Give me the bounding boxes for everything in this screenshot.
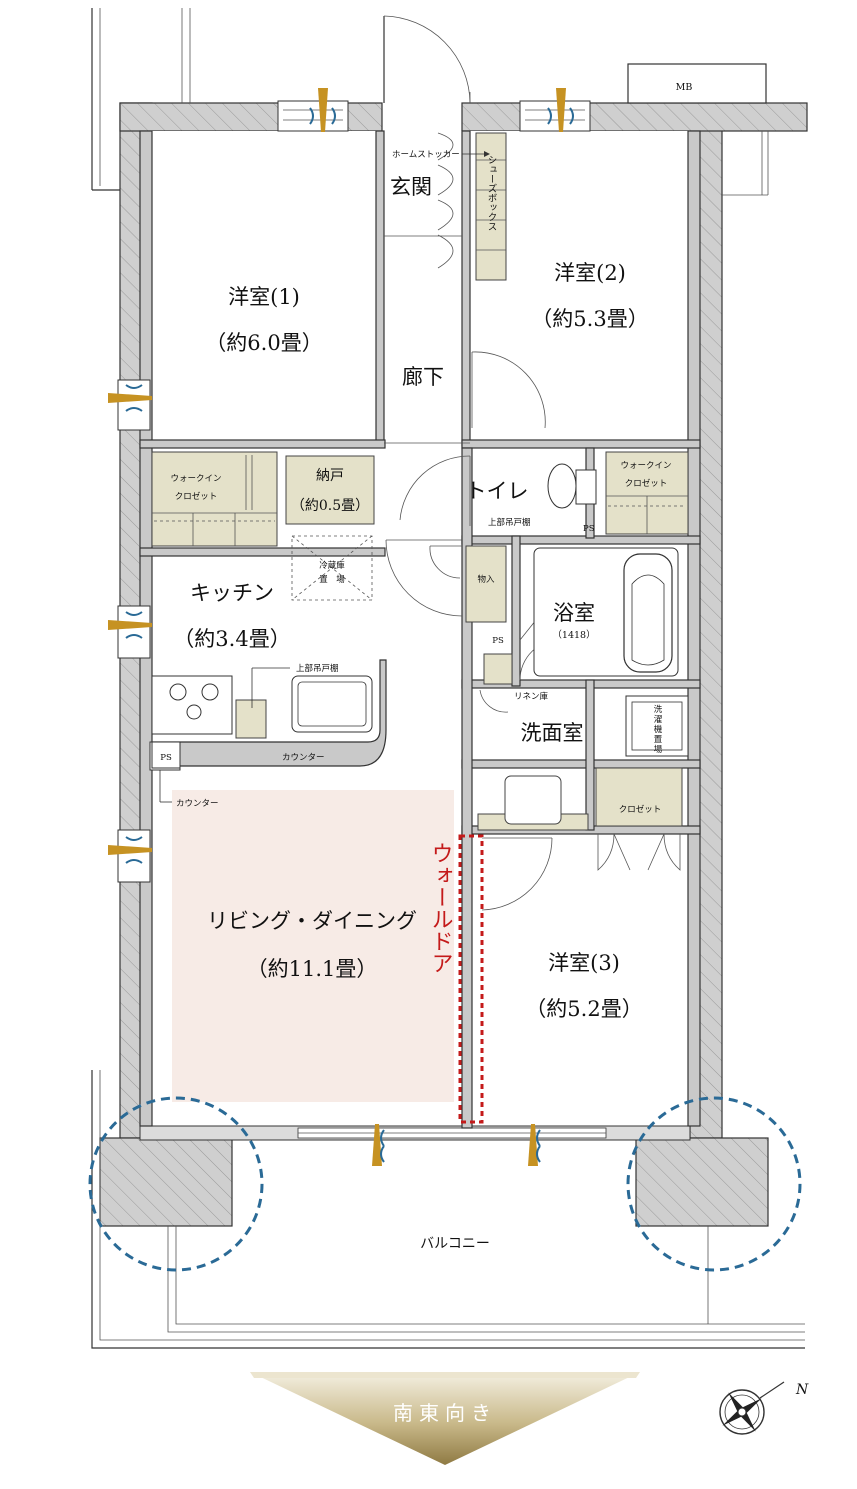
walkin-closet-2-line2: クロゼット — [625, 478, 668, 489]
living-size: （約11.1畳） — [247, 957, 378, 981]
walkin-closet-2-line1: ウォークイン — [620, 461, 671, 471]
toilet-ps-label: PS — [583, 524, 595, 534]
washroom-label: 洗面室 — [521, 721, 584, 745]
orientation-arrow — [250, 1372, 640, 1465]
monoire-label: 物入 — [477, 574, 495, 585]
corridor-label: 廊下 — [402, 365, 444, 389]
wall-door-label: ウォールドア — [428, 842, 453, 974]
western-room-3-size: （約5.2畳） — [525, 997, 642, 1021]
ventilation-marks — [108, 88, 574, 1166]
washer-label-1: 洗 — [654, 704, 663, 715]
balcony-pillar-right-highlight — [626, 1096, 802, 1272]
fridge-label-line2: 置 場 — [319, 574, 345, 585]
kitchen-counter-label: カウンター — [282, 753, 325, 763]
walkin-closet-1-line2: クロゼット — [175, 491, 218, 502]
western-room-3-name: 洋室(3) — [548, 951, 620, 975]
kitchen-upper-cabinet-label: 上部吊戸棚 — [296, 663, 339, 674]
wall-door-marker — [458, 834, 484, 1124]
doors — [383, 15, 681, 911]
living-counter-label: カウンター — [176, 799, 219, 809]
linen-label: リネン庫 — [514, 691, 549, 702]
mb-label: MB — [676, 82, 693, 93]
western-room-1-size: （約6.0畳） — [205, 331, 322, 355]
toilet-upper-cabinet-label: 上部吊戸棚 — [488, 517, 531, 528]
kitchen-name: キッチン — [190, 581, 274, 605]
washer-label-4: 置 — [654, 735, 663, 745]
western-room-1-name: 洋室(1) — [228, 285, 300, 309]
living-name: リビング・ダイニング — [207, 909, 417, 933]
washer-label-3: 機 — [654, 724, 663, 735]
bath-name: 浴室 — [553, 601, 595, 625]
fridge-label-line1: 冷蔵庫 — [319, 560, 345, 571]
western-room-2-size: （約5.3畳） — [531, 307, 648, 331]
closet-label: クロゼット — [619, 804, 662, 815]
toilet-label: トイレ — [466, 479, 529, 503]
bath-ps-label: PS — [492, 636, 504, 646]
walkin-closet-1-line1: ウォークイン — [170, 474, 221, 484]
living-highlight — [172, 790, 454, 1102]
washer-label-2: 濯 — [654, 714, 663, 725]
compass-icon — [719, 1381, 785, 1435]
kitchen-size: （約3.4畳） — [173, 627, 290, 651]
nando-name: 納戸 — [316, 468, 344, 484]
home-stocker-label: ホームストッカー — [392, 150, 460, 160]
balcony-pillar-left-highlight — [88, 1096, 264, 1272]
balcony-label: バルコニー — [420, 1236, 490, 1252]
western-room-2-name: 洋室(2) — [554, 261, 626, 285]
shoe-box-label: シューズボックス — [486, 155, 498, 231]
orientation-label: 南東向き — [393, 1401, 497, 1425]
kitchen-ps-label: PS — [160, 753, 172, 763]
storage-areas — [151, 132, 689, 831]
entrance-label: 玄関 — [390, 175, 432, 199]
compass-north-label: N — [795, 1382, 809, 1398]
nando-size: （約0.5畳） — [291, 498, 369, 514]
bath-size: （1418） — [552, 629, 595, 641]
fixtures — [151, 463, 689, 757]
washer-label-5: 場 — [654, 744, 663, 755]
